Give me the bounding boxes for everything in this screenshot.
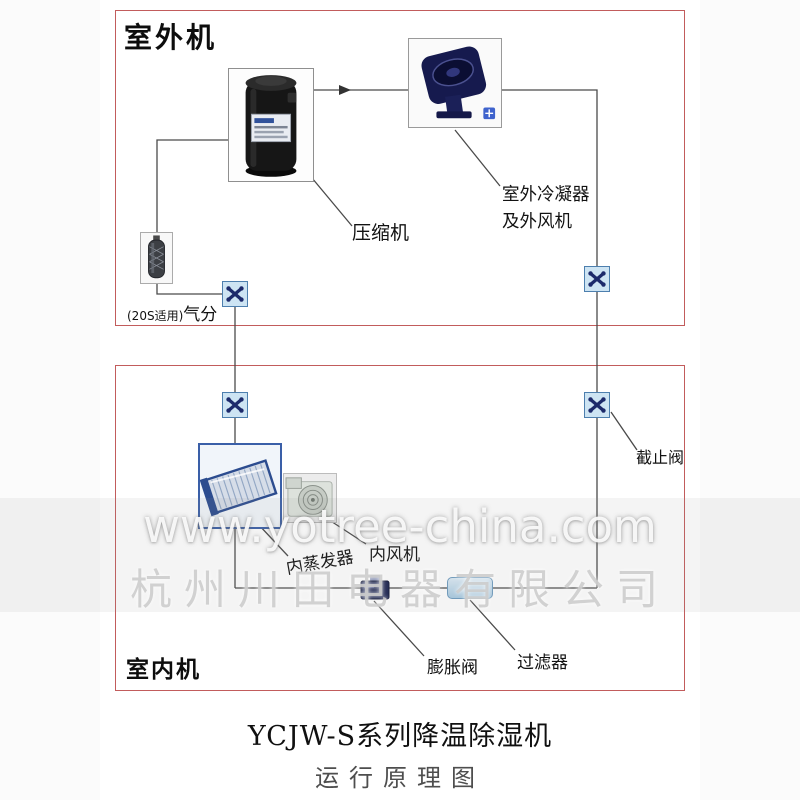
- condenser-label-line2: 及外风机: [502, 212, 572, 232]
- valve-icon-outdoor-left: [222, 281, 248, 307]
- separator-label: (20S适用)气分: [127, 300, 217, 325]
- flow-arrow-icon: [339, 85, 351, 95]
- filter-label: 过滤器: [517, 653, 568, 673]
- separator-label-prefix: (20S适用): [127, 309, 184, 323]
- expansion-valve-image: [357, 573, 393, 603]
- condenser-fan-image: [408, 38, 502, 128]
- indoor-fan-image: [283, 473, 337, 523]
- compressor-image: [228, 68, 314, 182]
- indoor-unit-box: [115, 365, 685, 691]
- diagram-subtitle: 运行原理图: [315, 764, 485, 792]
- outdoor-unit-label: 室外机: [124, 21, 218, 54]
- condenser-label-line1: 室外冷凝器: [502, 185, 590, 205]
- separator-label-name: 气分: [183, 305, 218, 325]
- valve-icon-outdoor-right: [584, 266, 610, 292]
- filter-image: [447, 577, 493, 599]
- evaporator-image: [198, 443, 282, 529]
- gas-separator-image: [140, 232, 173, 284]
- valve-icon-indoor-left: [222, 392, 248, 418]
- watermark-band: [0, 498, 800, 612]
- indoor-fan-label: 内风机: [369, 545, 420, 565]
- indoor-unit-label: 室内机: [126, 657, 201, 683]
- expansion-valve-label: 膨胀阀: [427, 658, 478, 678]
- diagram-title: YCJW-S系列降温除湿机: [247, 721, 553, 752]
- compressor-label: 压缩机: [352, 222, 410, 244]
- valve-icon-indoor-right: [584, 392, 610, 418]
- outdoor-unit-box: [115, 10, 685, 326]
- stop-valve-label: 截止阀: [636, 448, 685, 467]
- condenser-label: 室外冷凝器 及外风机: [502, 182, 590, 236]
